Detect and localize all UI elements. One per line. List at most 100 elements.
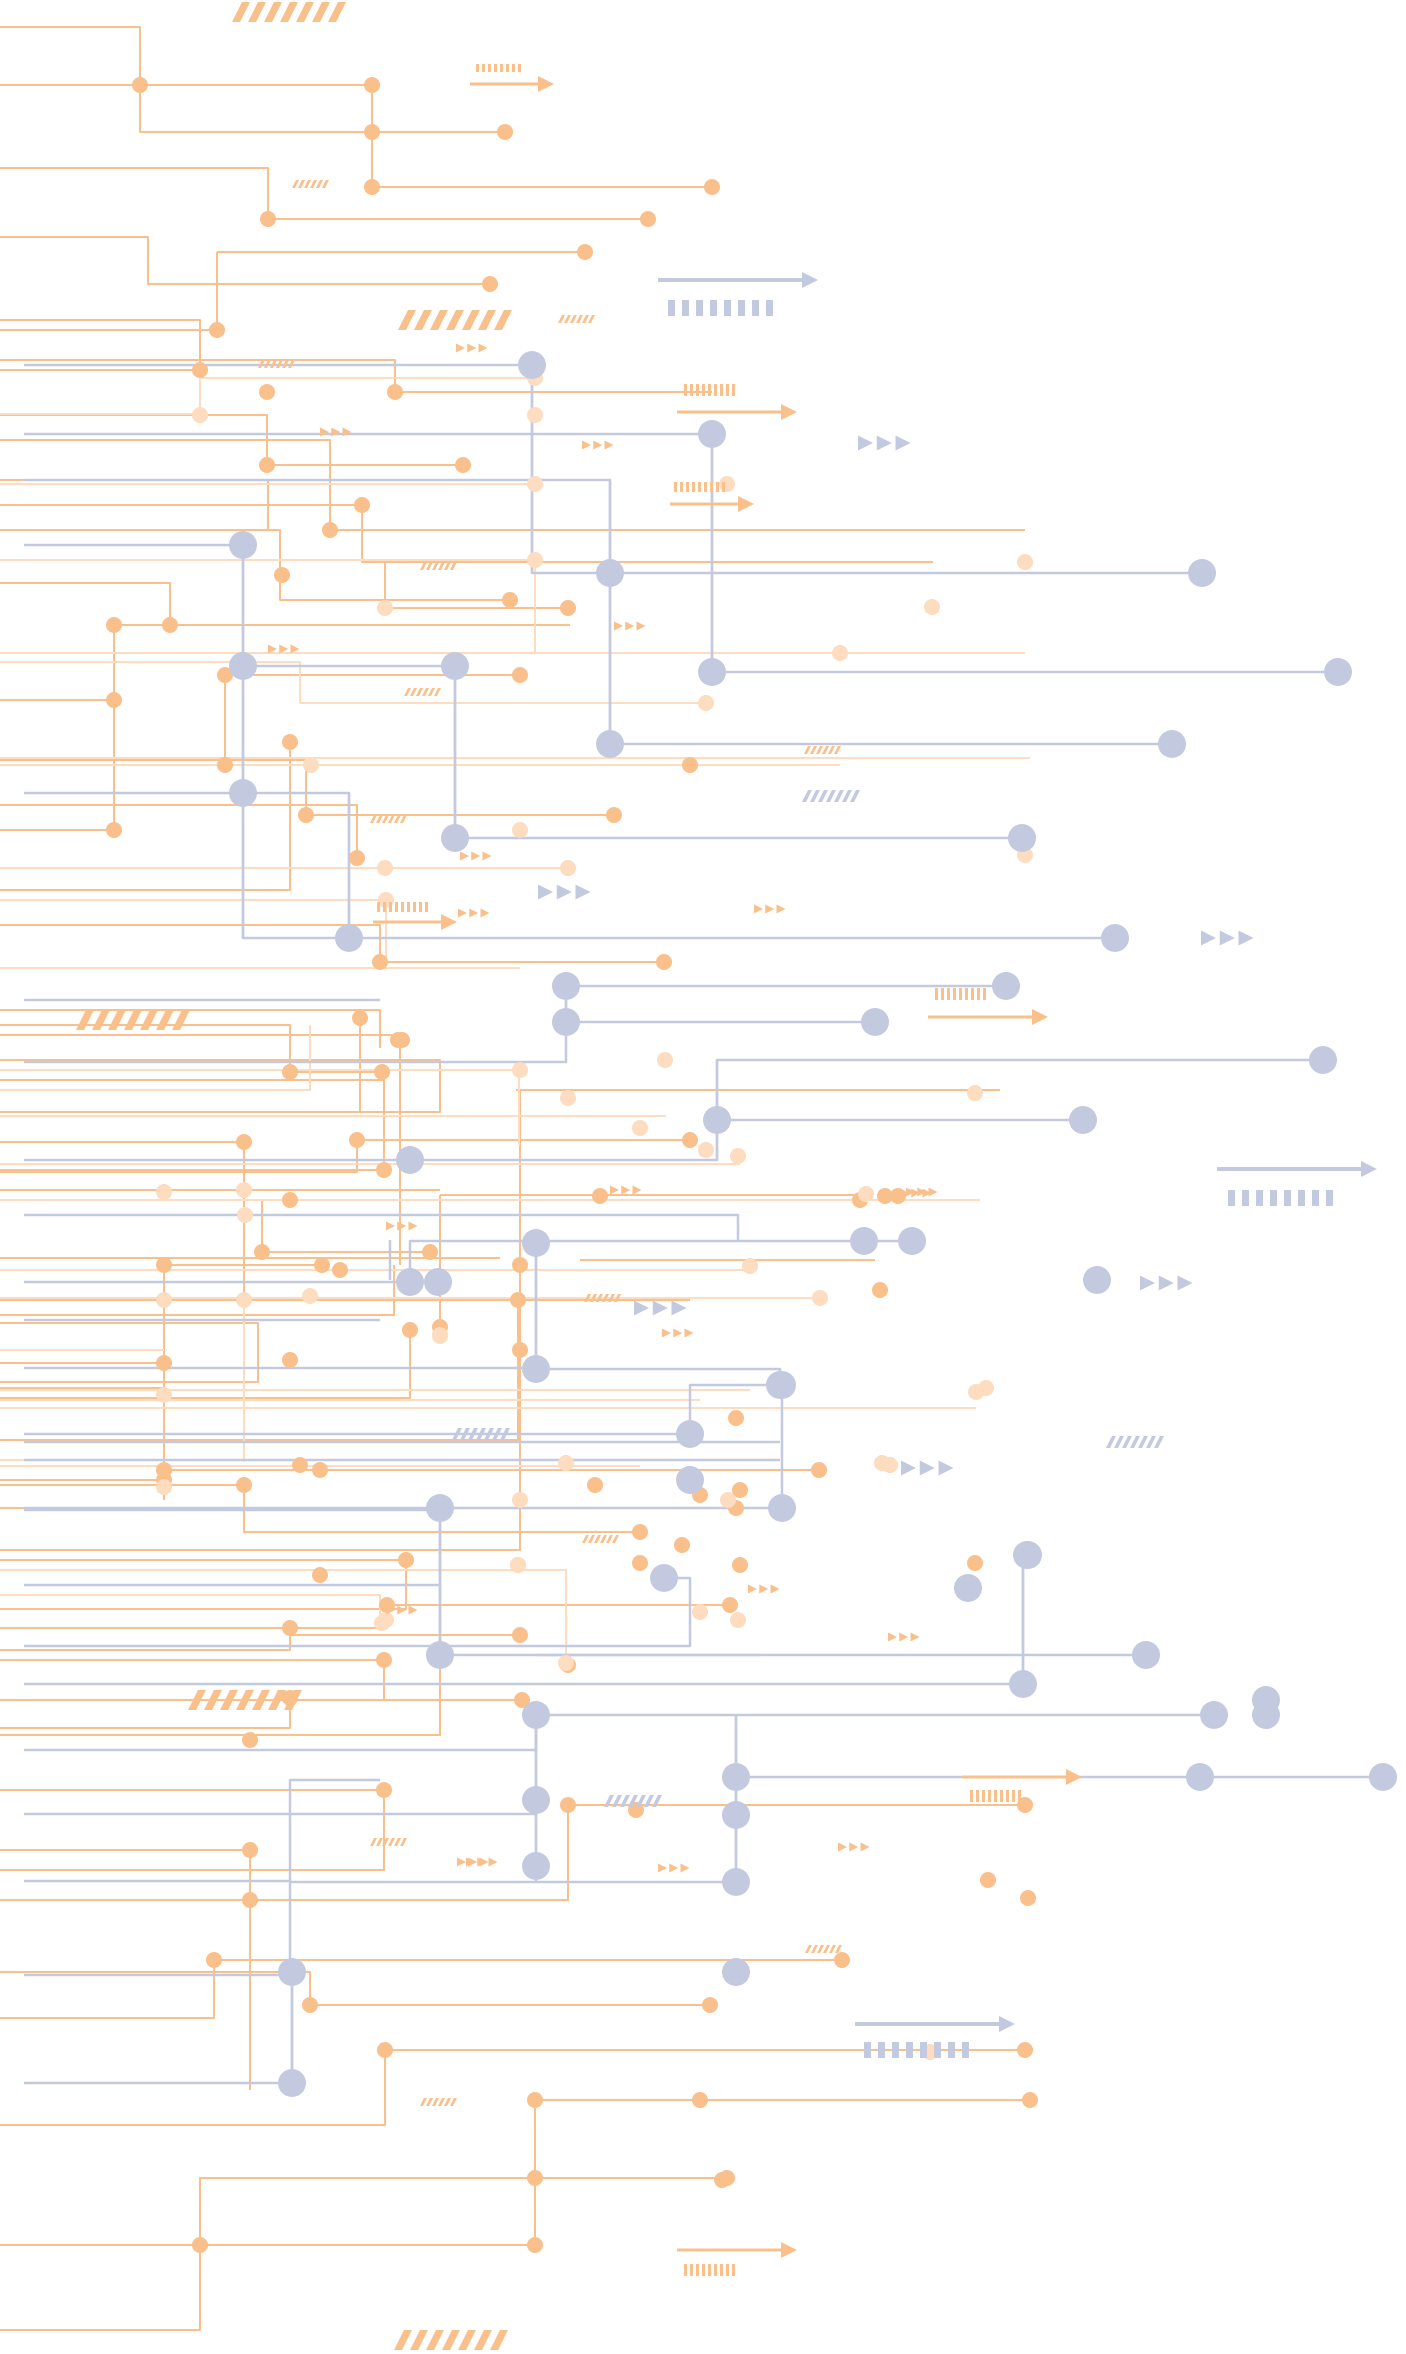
- node-232: [527, 2170, 543, 2186]
- diagonal-stripes-icon-437: [370, 815, 407, 823]
- trace-9: [0, 359, 712, 393]
- node-317: [1324, 658, 1352, 686]
- trace-73: [0, 377, 535, 415]
- node-357: [722, 1958, 750, 1986]
- node-338: [522, 1229, 550, 1257]
- node-228: [377, 2042, 393, 2058]
- tick-bar-icon-385: [684, 384, 735, 396]
- node-319: [596, 730, 624, 758]
- node-204: [632, 1524, 648, 1540]
- node-296: [236, 1292, 252, 1308]
- trace-32: [0, 1322, 259, 1383]
- node-151: [364, 77, 380, 93]
- node-219: [376, 1782, 392, 1798]
- node-201: [156, 1355, 172, 1371]
- trace-107: [564, 986, 875, 1024]
- triple-chevron-icon-417: [662, 1328, 694, 1338]
- node-164: [322, 522, 338, 538]
- node-272: [698, 695, 714, 711]
- node-353: [722, 1868, 750, 1896]
- node-345: [1009, 1670, 1037, 1698]
- triple-chevron-icon-415: [900, 1188, 932, 1198]
- node-247: [967, 1555, 983, 1571]
- node-270: [924, 599, 940, 615]
- node-174: [217, 757, 233, 773]
- node-344: [426, 1641, 454, 1669]
- trace-75: [0, 559, 536, 652]
- trace-3: [371, 85, 712, 188]
- node-358: [278, 2069, 306, 2097]
- trace-49: [0, 1971, 710, 2006]
- node-291: [237, 1207, 253, 1223]
- trace-121: [24, 1715, 738, 1977]
- node-342: [1132, 1641, 1160, 1669]
- node-176: [682, 757, 698, 773]
- trace-81: [0, 899, 387, 962]
- triple-chevron-icon-418: [748, 1584, 780, 1594]
- triple-chevron-icon-416: [386, 1221, 418, 1231]
- node-305: [730, 1612, 746, 1628]
- node-235: [980, 1872, 996, 1888]
- node-182: [372, 954, 388, 970]
- node-243: [732, 1557, 748, 1573]
- tick-bar-icon-394: [935, 988, 986, 1000]
- trace-52: [0, 2177, 727, 2246]
- node-156: [260, 211, 276, 227]
- node-326: [441, 824, 469, 852]
- diagonal-stripes-icon-435: [420, 562, 457, 570]
- trace-23: [0, 759, 614, 816]
- node-351: [1200, 1701, 1228, 1729]
- node-177: [106, 822, 122, 838]
- tick-bar-icon-388: [674, 482, 725, 492]
- node-310: [720, 1492, 736, 1508]
- node-198: [512, 1257, 528, 1273]
- trace-30: [0, 1199, 430, 1253]
- trace-28: [0, 1079, 385, 1171]
- node-267: [377, 600, 393, 616]
- trace-120: [24, 1778, 380, 1883]
- trace-103: [243, 664, 1022, 840]
- diagonal-stripes-icon-432: [292, 180, 329, 188]
- node-271: [832, 645, 848, 661]
- diagonal-stripes-icon-447: [604, 1795, 662, 1807]
- node-255: [872, 1282, 888, 1298]
- trace-94: [0, 1025, 311, 1091]
- tick-bar-icon-400: [684, 2264, 735, 2276]
- trace-101: [24, 478, 1172, 746]
- node-302: [510, 1557, 526, 1573]
- triple-chevron-icon-404: [1140, 1275, 1193, 1291]
- node-352: [1369, 1763, 1397, 1791]
- trace-14: [0, 529, 510, 601]
- node-184: [274, 567, 290, 583]
- trace-45: [0, 1789, 385, 1871]
- trace-25: [0, 742, 291, 891]
- node-227: [834, 1952, 850, 1968]
- node-253: [390, 1032, 406, 1048]
- node-211: [312, 1462, 328, 1478]
- node-273: [303, 757, 319, 773]
- node-252: [282, 1352, 298, 1368]
- node-162: [259, 457, 275, 473]
- node-152: [364, 124, 380, 140]
- node-368: [1186, 1763, 1214, 1791]
- trace-64: [0, 1330, 411, 1399]
- node-221: [560, 1797, 576, 1813]
- node-311: [512, 1492, 528, 1508]
- node-178: [298, 807, 314, 823]
- node-263: [527, 407, 543, 423]
- trace-16: [0, 582, 171, 626]
- node-159: [482, 276, 498, 292]
- node-236: [282, 1620, 298, 1636]
- node-231: [527, 2237, 543, 2253]
- trace-46: [0, 1659, 385, 1700]
- trace-124: [24, 1555, 1025, 1686]
- node-295: [156, 1479, 172, 1495]
- node-165: [192, 362, 208, 378]
- trace-47: [0, 1849, 251, 2090]
- node-163: [455, 457, 471, 473]
- node-215: [722, 1597, 738, 1613]
- node-160: [209, 322, 225, 338]
- node-321: [229, 531, 257, 559]
- trace-126: [438, 1508, 1146, 1657]
- node-244: [632, 1555, 648, 1571]
